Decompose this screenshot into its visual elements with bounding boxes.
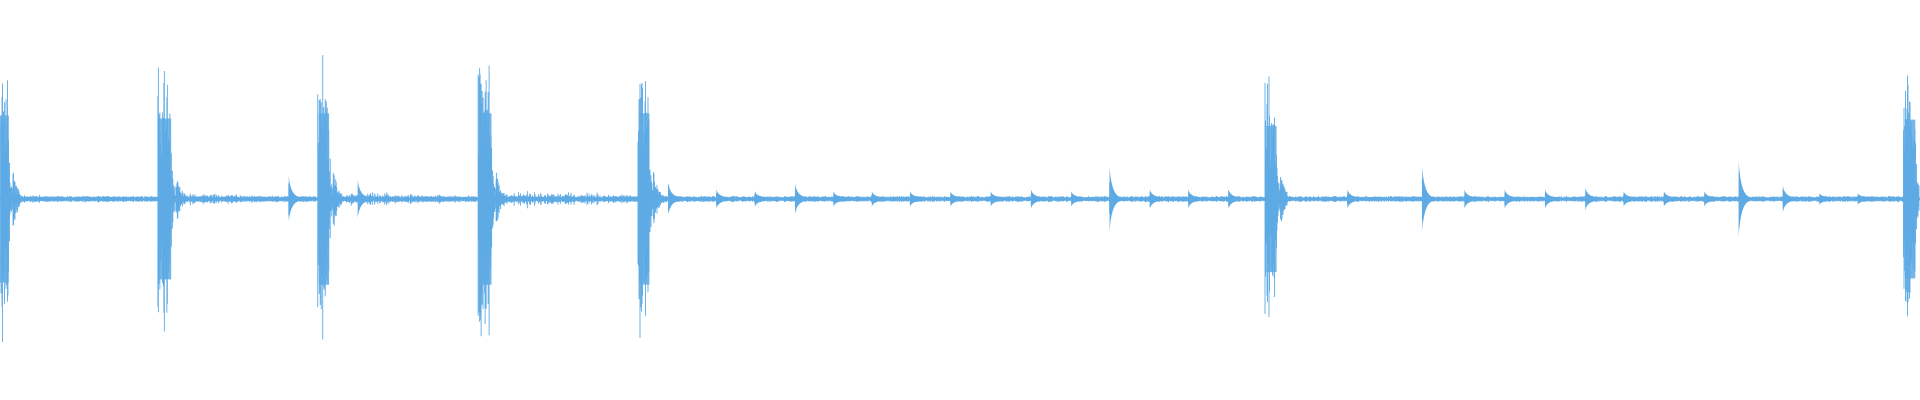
click-17 xyxy=(1347,189,1360,209)
transient-1 xyxy=(159,118,172,280)
click-29 xyxy=(1857,193,1870,205)
click-27 xyxy=(1782,185,1795,213)
click-1 xyxy=(357,180,370,218)
click-28 xyxy=(1819,193,1832,205)
click-26 xyxy=(1738,161,1751,237)
click-9 xyxy=(950,191,963,207)
click-12 xyxy=(1071,191,1084,207)
click-25 xyxy=(1704,191,1717,207)
click-7 xyxy=(871,191,884,207)
click-5 xyxy=(795,183,808,215)
click-24 xyxy=(1663,191,1676,207)
click-14 xyxy=(1149,189,1162,209)
click-8 xyxy=(910,191,923,207)
transient-4 xyxy=(639,113,650,285)
click-18 xyxy=(1422,166,1435,232)
click-4 xyxy=(754,191,767,207)
transient-6 xyxy=(1904,119,1916,279)
transient-3 xyxy=(479,113,492,285)
click-19 xyxy=(1464,189,1477,209)
click-23 xyxy=(1623,191,1636,207)
click-3 xyxy=(716,189,729,209)
waveform-series xyxy=(0,55,1920,342)
click-15 xyxy=(1188,189,1201,209)
click-6 xyxy=(833,191,846,207)
click-11 xyxy=(1031,189,1043,209)
click-0 xyxy=(288,176,301,222)
click-22 xyxy=(1585,187,1598,211)
click-21 xyxy=(1545,189,1557,209)
click-16 xyxy=(1228,189,1241,209)
click-10 xyxy=(990,191,1003,207)
click-20 xyxy=(1504,189,1517,209)
click-13 xyxy=(1109,166,1122,232)
transient-5 xyxy=(1266,125,1277,273)
transient-2 xyxy=(318,113,330,285)
transient-0 xyxy=(0,115,9,283)
click-2 xyxy=(668,183,681,215)
